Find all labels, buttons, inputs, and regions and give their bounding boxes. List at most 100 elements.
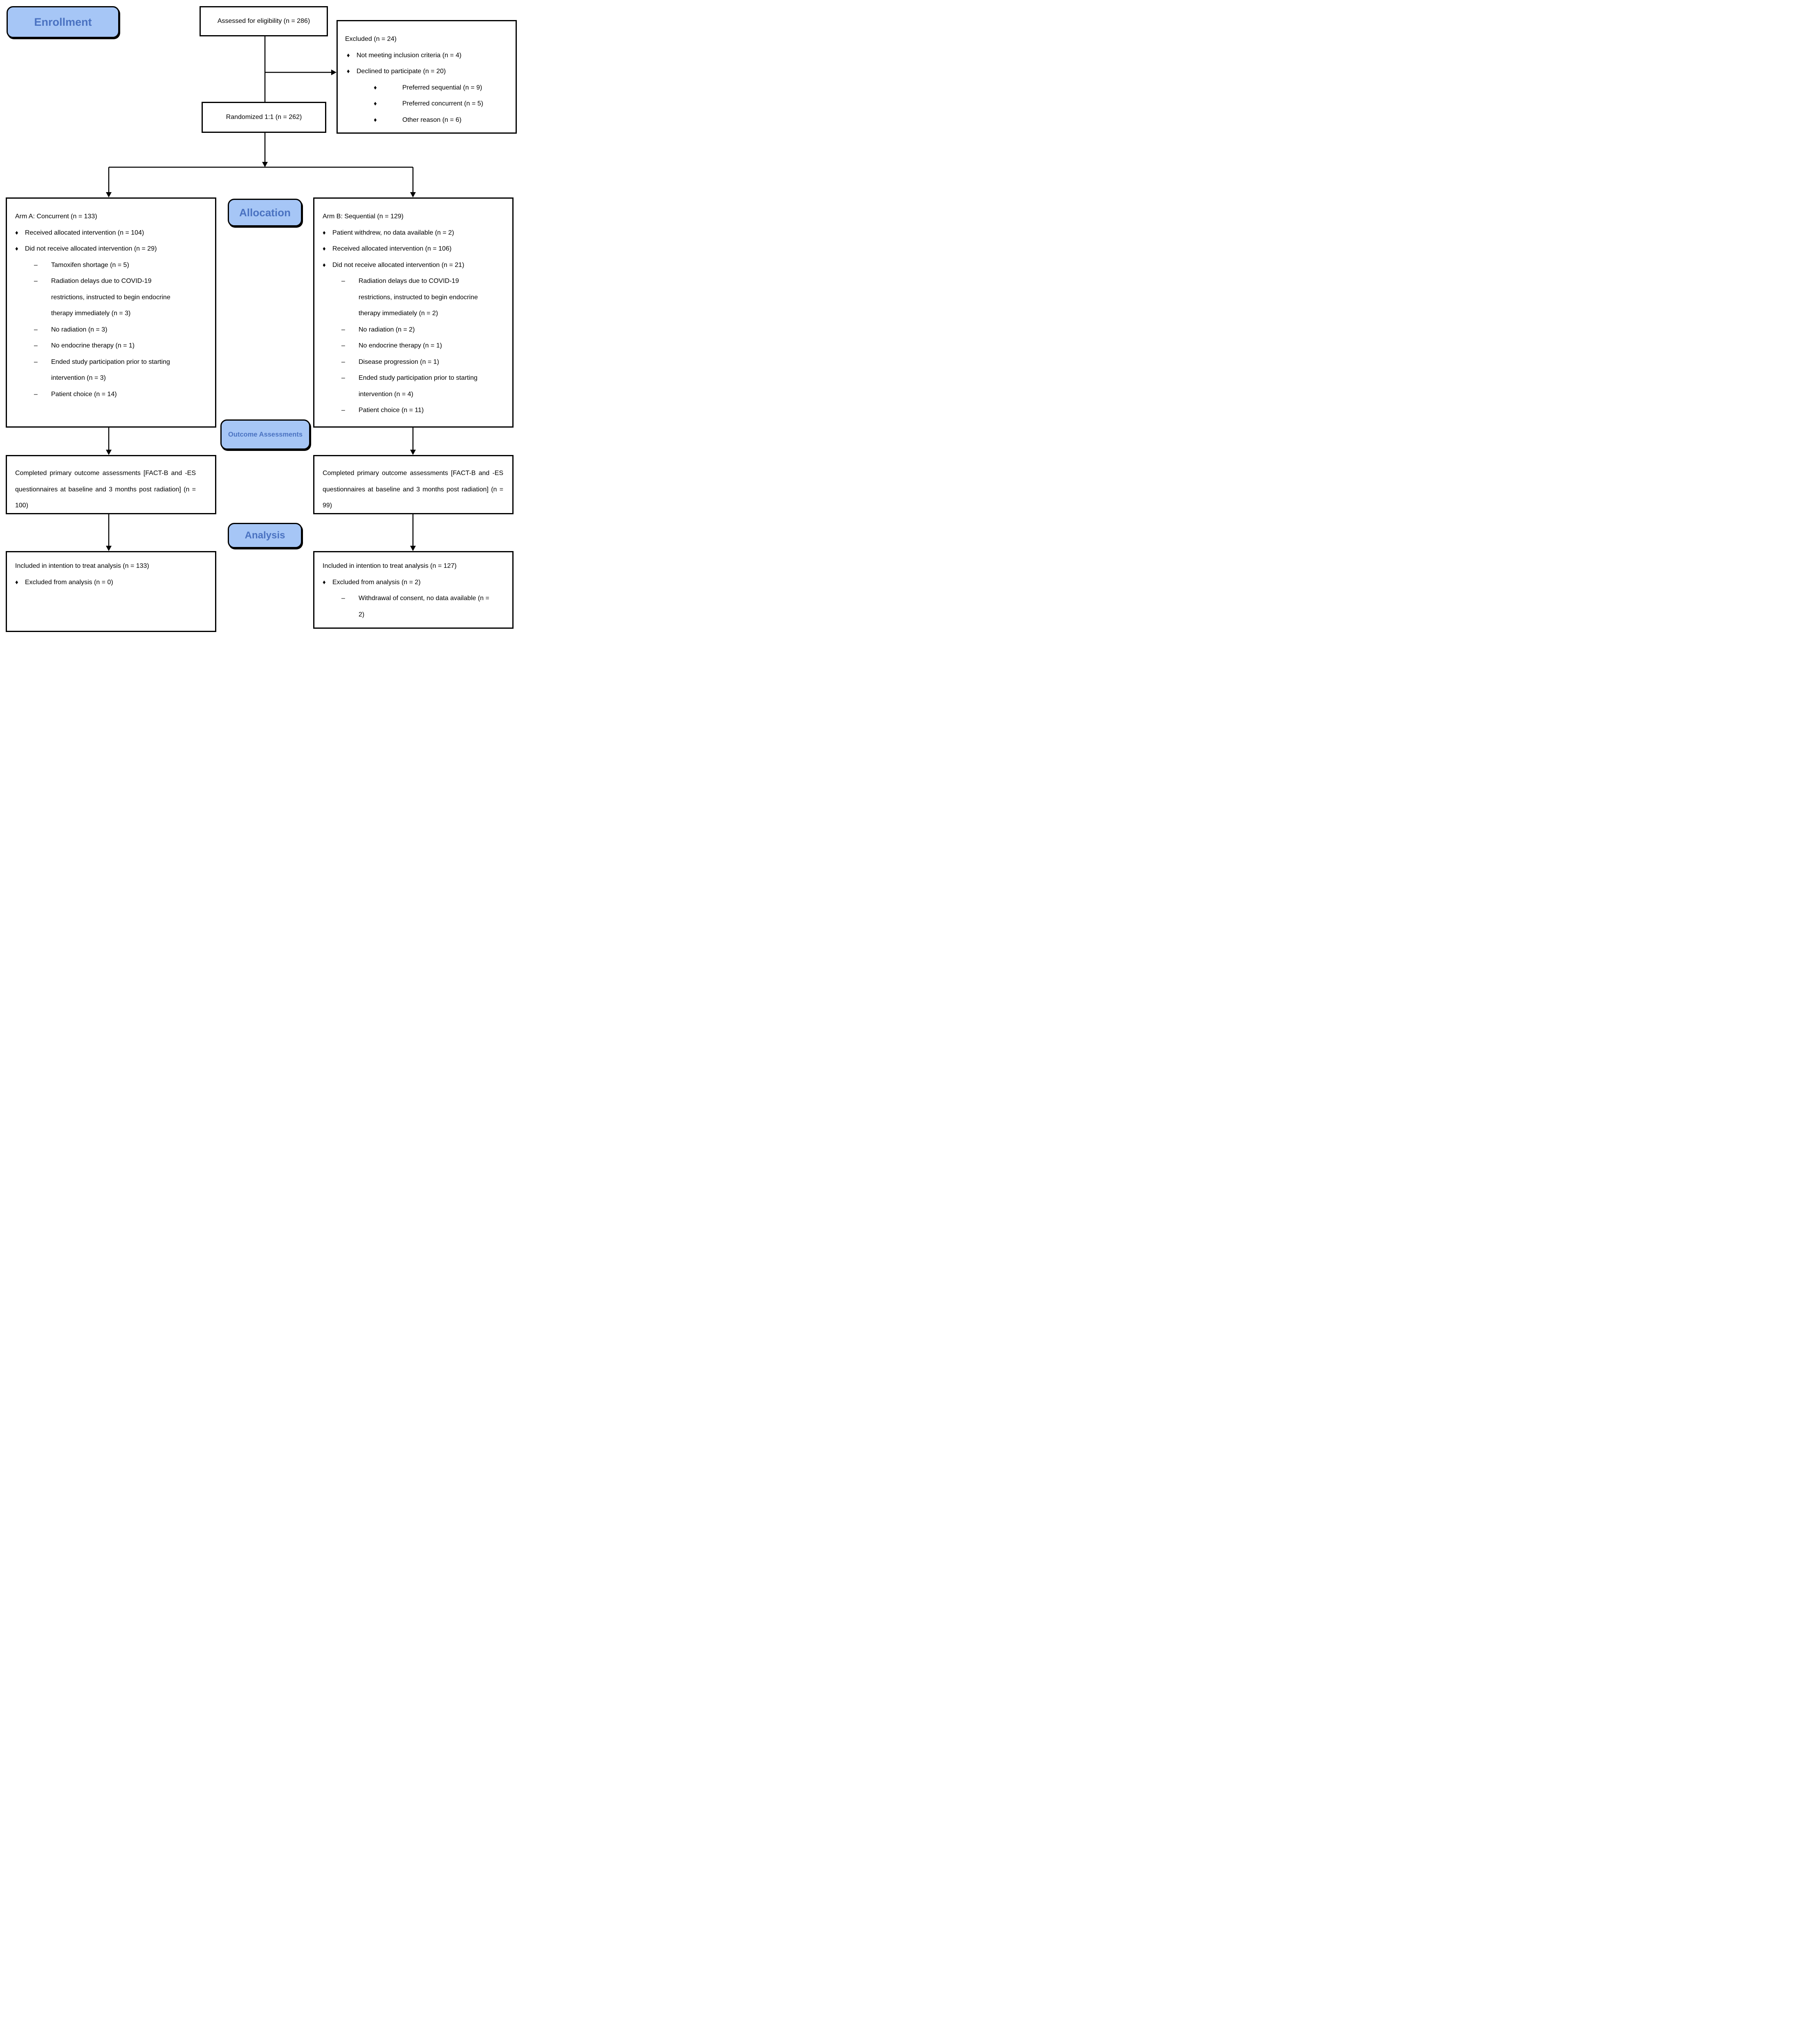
dash-bullet-icon: – (34, 326, 38, 333)
list-item: – Ended study participation prior to star… (323, 370, 504, 402)
dash-bullet-icon: – (34, 261, 38, 269)
dash-bullet-icon: – (341, 326, 345, 333)
list-item: ♦ Preferred concurrent (n = 5) (345, 96, 508, 112)
arrowhead-icon (410, 192, 416, 197)
list-item-text: Did not receive allocated intervention (… (332, 261, 464, 269)
enrollment-phase-label: Enrollment (7, 6, 119, 38)
assessed-for-eligibility-text: Assessed for eligibility (n = 286) (217, 18, 310, 25)
list-item: ♦ Excluded from analysis (n = 0) (15, 574, 207, 591)
list-item-text: Ended study participation prior to start… (359, 374, 478, 398)
list-item: ♦Patient withdrew, no data available (n … (323, 225, 504, 241)
diamond-bullet-icon: ♦ (15, 229, 18, 236)
diamond-bullet-icon: ♦ (374, 116, 377, 123)
itt-a-item-list: ♦ Excluded from analysis (n = 0) (15, 574, 207, 591)
list-item-text: Preferred concurrent (n = 5) (402, 100, 483, 107)
list-item: ♦Preferred sequential (n = 9) (345, 80, 508, 96)
list-item-text: Disease progression (n = 1) (359, 358, 439, 365)
dash-bullet-icon: – (34, 278, 38, 285)
dash-bullet-icon: – (341, 278, 345, 285)
consort-flow-diagram: Enrollment Allocation Outcome Assessment… (0, 0, 517, 635)
list-item: ♦ Received allocated intervention (n = 10… (15, 225, 207, 241)
diamond-bullet-icon: ♦ (323, 578, 326, 586)
itt-b-item-list: ♦ Excluded from analysis (n = 2) –Withdraw… (323, 574, 504, 623)
itt-a-box: Included in intention to treat analysis … (6, 551, 216, 632)
arrowhead-icon (410, 450, 416, 455)
connector-arm-b-to-outcome-b (410, 428, 416, 455)
list-item: ♦ Did not receive allocated intervention … (323, 257, 504, 273)
list-item: –Withdrawal of consent, no data availabl… (323, 590, 504, 623)
itt-a-title: Included in intention to treat analysis … (15, 563, 149, 569)
list-item: – Ended study participation prior to star… (15, 354, 207, 386)
randomized-text: Randomized 1:1 (n = 262) (226, 114, 302, 121)
list-item-text: Radiation delays due to COVID-19 restric… (359, 278, 478, 317)
arrowhead-icon (106, 546, 112, 551)
dash-bullet-icon: – (341, 595, 345, 602)
list-item-text: Tamoxifen shortage (n = 5) (51, 261, 129, 269)
enrollment-phase-text: Enrollment (34, 16, 92, 28)
list-item-text: Excluded from analysis (n = 2) (332, 578, 421, 586)
list-item-text: No radiation (n = 2) (359, 326, 415, 333)
arrowhead-icon (331, 69, 336, 75)
analysis-phase-text: Analysis (245, 530, 285, 541)
diamond-bullet-icon: ♦ (347, 68, 350, 75)
list-item-text: Received allocated intervention (n = 104… (25, 229, 144, 236)
arm-b-box: Arm B: Sequential (n = 129) ♦Patient wit… (313, 197, 514, 428)
list-item-text: Excluded from analysis (n = 0) (25, 578, 113, 586)
list-item-text: Patient choice (n = 14) (51, 390, 117, 398)
list-item-text: Not meeting inclusion criteria (n = 4) (357, 52, 462, 59)
list-item: – Tamoxifen shortage (n = 5) (15, 257, 207, 273)
list-item: – Radiation delays due to COVID-19 restri… (15, 273, 207, 322)
connector-outcome-b-to-itt-b (410, 514, 416, 551)
list-item-text: No radiation (n = 3) (51, 326, 108, 333)
list-item: ♦Declined to participate (n = 20) (345, 63, 508, 80)
arm-a-title: Arm A: Concurrent (n = 133) (15, 213, 97, 220)
list-item: ♦ Not meeting inclusion criteria (n = 4) (345, 47, 508, 64)
list-item-text: Did not receive allocated intervention (… (25, 245, 157, 252)
list-item: ♦ Did not receive allocated intervention … (15, 241, 207, 257)
arm-b-item-list: ♦Patient withdrew, no data available (n … (323, 225, 504, 419)
dash-bullet-icon: – (34, 342, 38, 349)
connector-to-excluded (265, 69, 336, 75)
diamond-bullet-icon: ♦ (15, 245, 18, 252)
arrowhead-icon (410, 546, 416, 551)
list-item: – No radiation (n = 3) (15, 322, 207, 338)
list-item-text: Received allocated intervention (n = 106… (332, 245, 452, 252)
diamond-bullet-icon: ♦ (374, 84, 377, 91)
outcome-assessments-phase-label: Outcome Assessments (220, 419, 310, 450)
diamond-bullet-icon: ♦ (347, 52, 350, 59)
list-item: –No endocrine therapy (n = 1) (15, 338, 207, 354)
list-item: ♦ Excluded from analysis (n = 2) (323, 574, 504, 591)
list-item-text: Patient choice (n = 11) (359, 407, 424, 414)
arm-a-item-list: ♦ Received allocated intervention (n = 10… (15, 225, 207, 403)
list-item: – No radiation (n = 2) (323, 322, 504, 338)
list-item: –No endocrine therapy (n = 1) (323, 338, 504, 354)
randomized-box: Randomized 1:1 (n = 262) (202, 102, 326, 133)
list-item: – Disease progression (n = 1) (323, 354, 504, 370)
list-item-text: Radiation delays due to COVID-19 restric… (51, 278, 170, 317)
diamond-bullet-icon: ♦ (374, 100, 377, 107)
connector-outcome-a-to-itt-a (106, 514, 112, 551)
diamond-bullet-icon: ♦ (15, 578, 18, 586)
arrowhead-icon (106, 450, 112, 455)
arm-b-title: Arm B: Sequential (n = 129) (323, 213, 404, 220)
excluded-title: Excluded (n = 24) (345, 36, 397, 43)
arm-a-box: Arm A: Concurrent (n = 133) ♦ Received al… (6, 197, 216, 428)
dash-bullet-icon: – (341, 358, 345, 365)
arrowhead-icon (106, 192, 112, 197)
dash-bullet-icon: – (34, 390, 38, 398)
outcome-b-text: Completed primary outcome assessments [F… (323, 470, 503, 509)
dash-bullet-icon: – (34, 358, 38, 365)
outcome-assessments-phase-text: Outcome Assessments (228, 430, 303, 438)
dash-bullet-icon: – (341, 342, 345, 349)
list-item: –Patient choice (n = 11) (323, 402, 504, 419)
diamond-bullet-icon: ♦ (323, 229, 326, 236)
analysis-phase-label: Analysis (228, 523, 302, 548)
diamond-bullet-icon: ♦ (323, 245, 326, 252)
list-item: – Patient choice (n = 14) (15, 386, 207, 403)
list-item: – Radiation delays due to COVID-19 restri… (323, 273, 504, 322)
connector-randomized-to-arms (106, 133, 416, 197)
diamond-bullet-icon: ♦ (323, 261, 326, 269)
list-item-text: Ended study participation prior to start… (51, 358, 170, 382)
itt-b-box: Included in intention to treat analysis … (313, 551, 514, 629)
dash-bullet-icon: – (341, 374, 345, 381)
